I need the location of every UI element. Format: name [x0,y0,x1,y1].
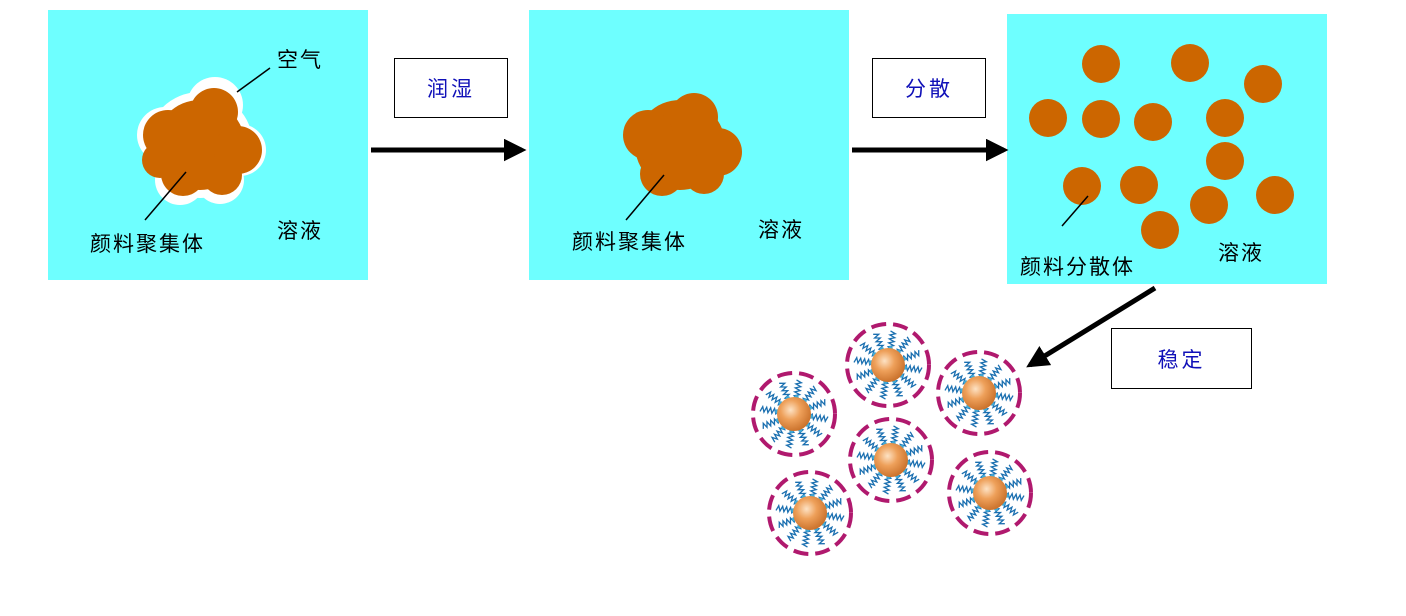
stabilizing-step-label: 稳定 [1157,347,1206,372]
stabilized-particles [751,322,1033,556]
aggregate-pointer-line [144,171,187,221]
dispersed-particle-pointer-line [1061,195,1089,227]
stabilized-particle [848,417,934,503]
solution-label-1: 溶液 [277,219,323,243]
stabilized-particle [751,371,837,457]
solution-label-3: 溶液 [1218,241,1264,265]
air-pointer-line [236,67,271,93]
air-label: 空气 [277,48,323,72]
stabilized-particle [947,450,1033,536]
dispersed-pigment-particles [1029,44,1294,249]
wetting-step-label: 润湿 [427,77,475,101]
stabilized-particle [936,350,1022,436]
solution-label-2: 溶液 [758,218,804,242]
dispersing-step-box: 分散 [872,58,986,118]
stabilizing-arrow [1026,285,1157,368]
stabilizing-step-box: 稳定 [1111,328,1252,389]
aggregate-label: 颜料聚集体 [90,232,205,256]
stabilized-particle [767,470,853,556]
wetted-pigment-aggregate [623,93,742,196]
dispersing-step-label: 分散 [905,77,953,101]
wetted-aggregate-pointer-line [625,174,665,221]
dispersion-label: 颜料分散体 [1020,255,1135,279]
pigment-aggregate [142,88,262,196]
wetted-aggregate-label: 颜料聚集体 [572,230,687,254]
stabilized-particle [845,322,931,408]
wetting-step-box: 润湿 [394,58,508,118]
